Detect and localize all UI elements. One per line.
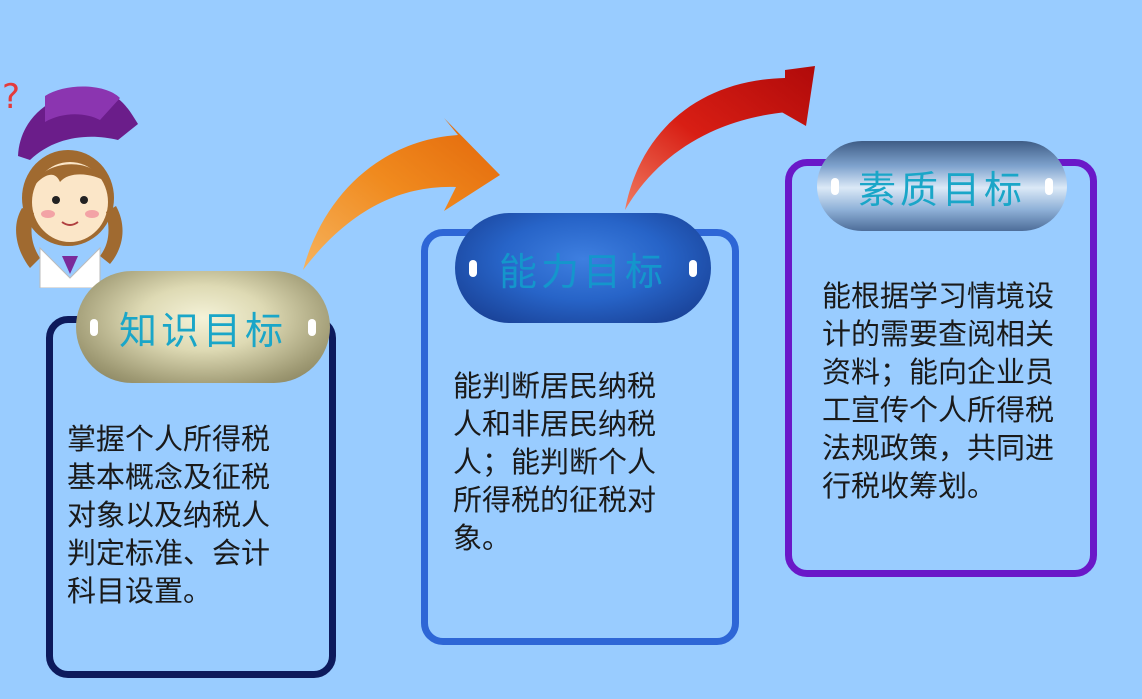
quality-goal-text: 能根据学习情境设 计的需要查阅相关 资料；能向企业员 工宣传个人所得税 法规政策… [822,277,1072,505]
pill-dot-right [1045,178,1053,195]
ability-goal-text: 能判断居民纳税 人和非居民纳税 人；能判断个人 所得税的征税对 象。 [453,367,713,557]
pill-dot-right [689,260,697,277]
ability-goal-title: 能力目标 [455,213,711,323]
quality-goal-title: 素质目标 [817,141,1067,231]
knowledge-goal-title-text: 知识目标 [119,300,287,355]
ability-goal-title-text: 能力目标 [499,241,667,296]
pill-dot-right [308,319,316,336]
knowledge-goal-title: 知识目标 [76,271,330,383]
question-mark-icon: ? [2,78,20,117]
knowledge-goal-text: 掌握个人所得税 基本概念及征税 对象以及纳税人 判定标准、会计 科目设置。 [67,420,317,610]
pill-dot-left [469,260,477,277]
pill-dot-left [831,178,839,195]
girl-avatar-icon: ? [0,78,160,288]
quality-goal-title-text: 素质目标 [858,159,1026,214]
pill-dot-left [90,319,98,336]
